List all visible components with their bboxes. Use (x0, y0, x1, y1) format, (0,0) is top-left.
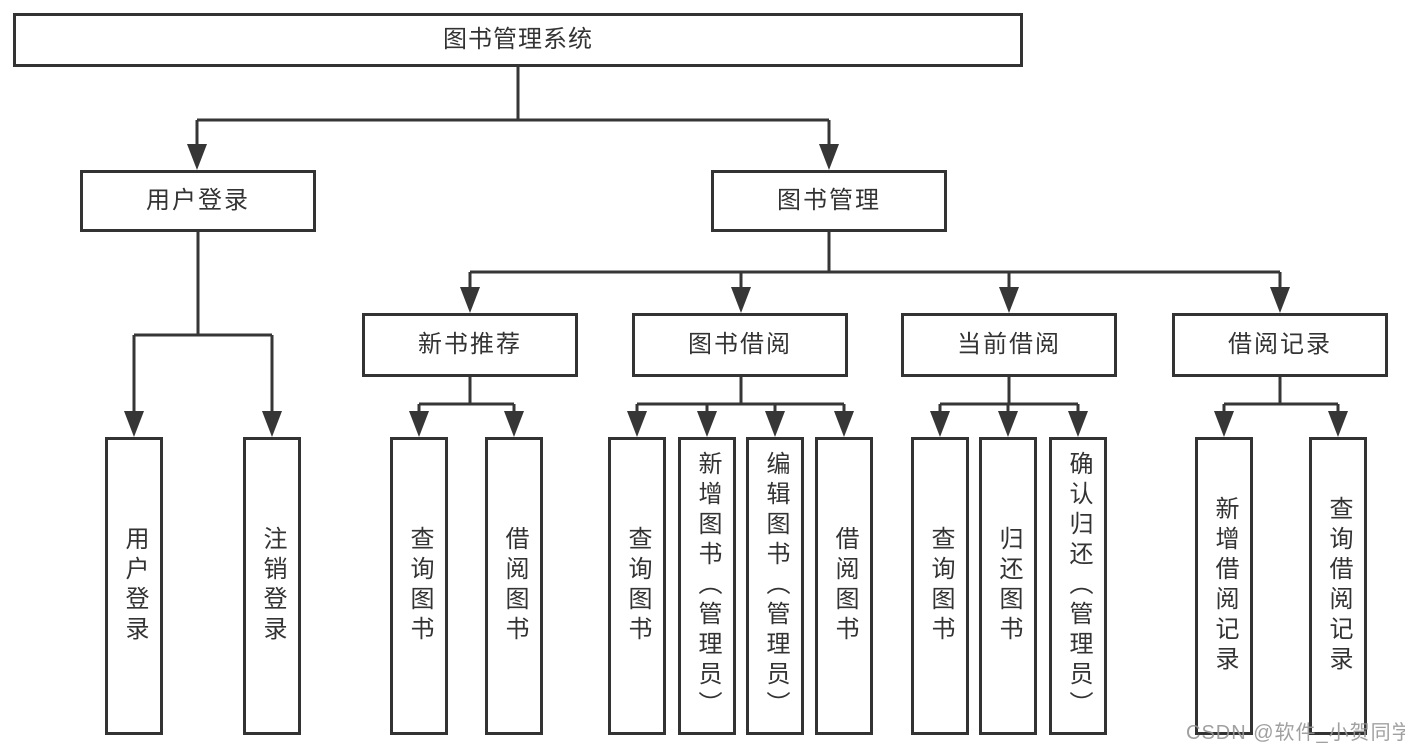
leaf-add-book-admin: 新增图书（管理员） (678, 437, 736, 735)
node-user-login: 用户登录 (80, 170, 316, 232)
leaf-label: 借阅图书 (831, 526, 858, 646)
leaf-borrow-books-recommend: 借阅图书 (485, 437, 543, 735)
leaf-borrow-books: 借阅图书 (815, 437, 873, 735)
leaf-label: 查询图书 (406, 526, 433, 646)
leaf-label: 注销登录 (259, 526, 286, 646)
node-book-management: 图书管理 (711, 170, 947, 232)
node-current-borrow: 当前借阅 (901, 313, 1117, 377)
leaf-label: 查询借阅记录 (1325, 496, 1352, 676)
leaf-label: 编辑图书（管理员） (762, 451, 789, 721)
leaf-label: 新增图书（管理员） (694, 451, 721, 721)
watermark: CSDN @软件_小贺同学 (1186, 722, 1405, 744)
leaf-confirm-return-admin: 确认归还（管理员） (1049, 437, 1107, 735)
leaf-logout: 注销登录 (243, 437, 301, 735)
leaf-edit-book-admin: 编辑图书（管理员） (746, 437, 804, 735)
node-new-book-recommend: 新书推荐 (362, 313, 578, 377)
leaf-query-books-current: 查询图书 (911, 437, 969, 735)
leaf-label: 查询图书 (927, 526, 954, 646)
leaf-query-books-recommend: 查询图书 (390, 437, 448, 735)
leaf-query-borrow-record: 查询借阅记录 (1309, 437, 1367, 735)
leaf-label: 用户登录 (121, 526, 148, 646)
leaf-label: 新增借阅记录 (1211, 496, 1238, 676)
leaf-add-borrow-record: 新增借阅记录 (1195, 437, 1253, 735)
leaf-query-books-borrow: 查询图书 (608, 437, 666, 735)
leaf-label: 借阅图书 (501, 526, 528, 646)
leaf-label: 确认归还（管理员） (1065, 451, 1092, 721)
node-book-borrow: 图书借阅 (632, 313, 848, 377)
leaf-user-login: 用户登录 (105, 437, 163, 735)
node-borrow-records: 借阅记录 (1172, 313, 1388, 377)
node-root: 图书管理系统 (13, 13, 1023, 67)
leaf-label: 查询图书 (624, 526, 651, 646)
leaf-label: 归还图书 (995, 526, 1022, 646)
leaf-return-books: 归还图书 (979, 437, 1037, 735)
